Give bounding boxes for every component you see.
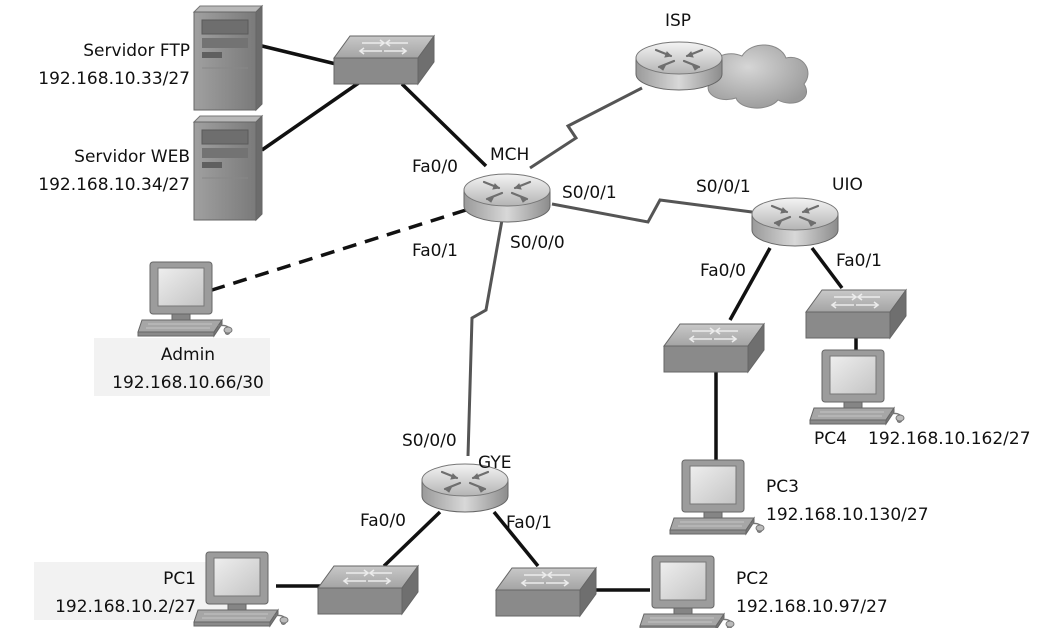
- router-icon: [634, 40, 724, 92]
- router-mch[interactable]: [462, 172, 552, 224]
- switch-icon: [805, 289, 907, 339]
- admin-name: Admin: [161, 345, 215, 365]
- server-icon: [193, 5, 263, 111]
- uio-fa00-label: Fa0/0: [700, 261, 746, 281]
- gye-router-name: GYE: [478, 453, 511, 473]
- computer-icon: [809, 349, 905, 425]
- pc-pc2[interactable]: [639, 555, 735, 628]
- link-mch-isp-serial: [529, 86, 643, 170]
- link-ftp-switch: [261, 44, 337, 66]
- switch-gye-lan1[interactable]: [317, 565, 419, 615]
- switch-servers[interactable]: [333, 35, 435, 85]
- servidor-ftp[interactable]: [193, 5, 263, 111]
- links: [211, 44, 858, 592]
- pc2-name: PC2: [736, 569, 769, 589]
- switch-gye-lan2[interactable]: [495, 567, 597, 617]
- mch-s000-label: S0/0/0: [510, 233, 565, 253]
- pc-admin[interactable]: [137, 261, 233, 337]
- web-server-ip: 192.168.10.34/27: [38, 175, 190, 195]
- ftp-server-name: Servidor FTP: [83, 41, 190, 61]
- isp-cloud: [707, 44, 809, 109]
- link-uio-switch3: [728, 247, 772, 321]
- link-mch-gye-serial: [466, 219, 504, 457]
- pc-pc3[interactable]: [669, 459, 765, 535]
- pc3-name: PC3: [766, 477, 799, 497]
- link-gye-switch1: [382, 510, 442, 568]
- switch-uio-lan4[interactable]: [805, 289, 907, 339]
- switch-uio-lan3[interactable]: [663, 323, 765, 373]
- gye-s000-label: S0/0/0: [402, 431, 457, 451]
- computer-icon: [193, 551, 289, 627]
- router-uio[interactable]: [750, 196, 840, 248]
- web-server-name: Servidor WEB: [74, 147, 190, 167]
- switch-icon: [317, 565, 419, 615]
- server-icon: [193, 115, 263, 221]
- uio-s001-label: S0/0/1: [696, 177, 751, 197]
- link-web-switch: [261, 80, 361, 152]
- pc-pc4[interactable]: [809, 349, 905, 425]
- link-uio-switch4: [810, 246, 844, 290]
- uio-router-name: UIO: [832, 175, 863, 195]
- mch-s001-label: S0/0/1: [562, 183, 617, 203]
- pc4-ip: 192.168.10.162/27: [868, 429, 1031, 449]
- mch-fa01-label: Fa0/1: [412, 241, 458, 261]
- link-gye-switch2: [492, 510, 540, 568]
- pc1-ip: 192.168.10.2/27: [55, 597, 196, 617]
- admin-label-bg: [94, 338, 270, 396]
- router-icon: [462, 172, 552, 224]
- pc3-ip: 192.168.10.130/27: [766, 505, 929, 525]
- labels: Servidor FTP 192.168.10.33/27 Servidor W…: [38, 11, 1030, 617]
- link-mch-uio-serial: [551, 198, 753, 224]
- pc2-ip: 192.168.10.97/27: [736, 597, 888, 617]
- mch-fa00-label: Fa0/0: [412, 157, 458, 177]
- switch-icon: [495, 567, 597, 617]
- gye-fa01-label: Fa0/1: [506, 513, 552, 533]
- pc4-name: PC4: [814, 429, 847, 449]
- computer-icon: [137, 261, 233, 337]
- servidor-web[interactable]: [193, 115, 263, 221]
- computer-icon: [639, 555, 735, 628]
- pc1-name: PC1: [163, 569, 196, 589]
- router-isp[interactable]: [634, 40, 724, 92]
- switch-icon: [333, 35, 435, 85]
- switch-icon: [663, 323, 765, 373]
- isp-router-name: ISP: [665, 11, 691, 31]
- ftp-server-ip: 192.168.10.33/27: [38, 69, 190, 89]
- link-switch-mch: [400, 82, 488, 168]
- gye-fa00-label: Fa0/0: [360, 511, 406, 531]
- router-icon: [750, 196, 840, 248]
- admin-ip: 192.168.10.66/30: [112, 373, 264, 393]
- uio-fa01-label: Fa0/1: [836, 251, 882, 271]
- pc-pc1[interactable]: [193, 551, 289, 627]
- mch-router-name: MCH: [490, 145, 529, 165]
- computer-icon: [669, 459, 765, 535]
